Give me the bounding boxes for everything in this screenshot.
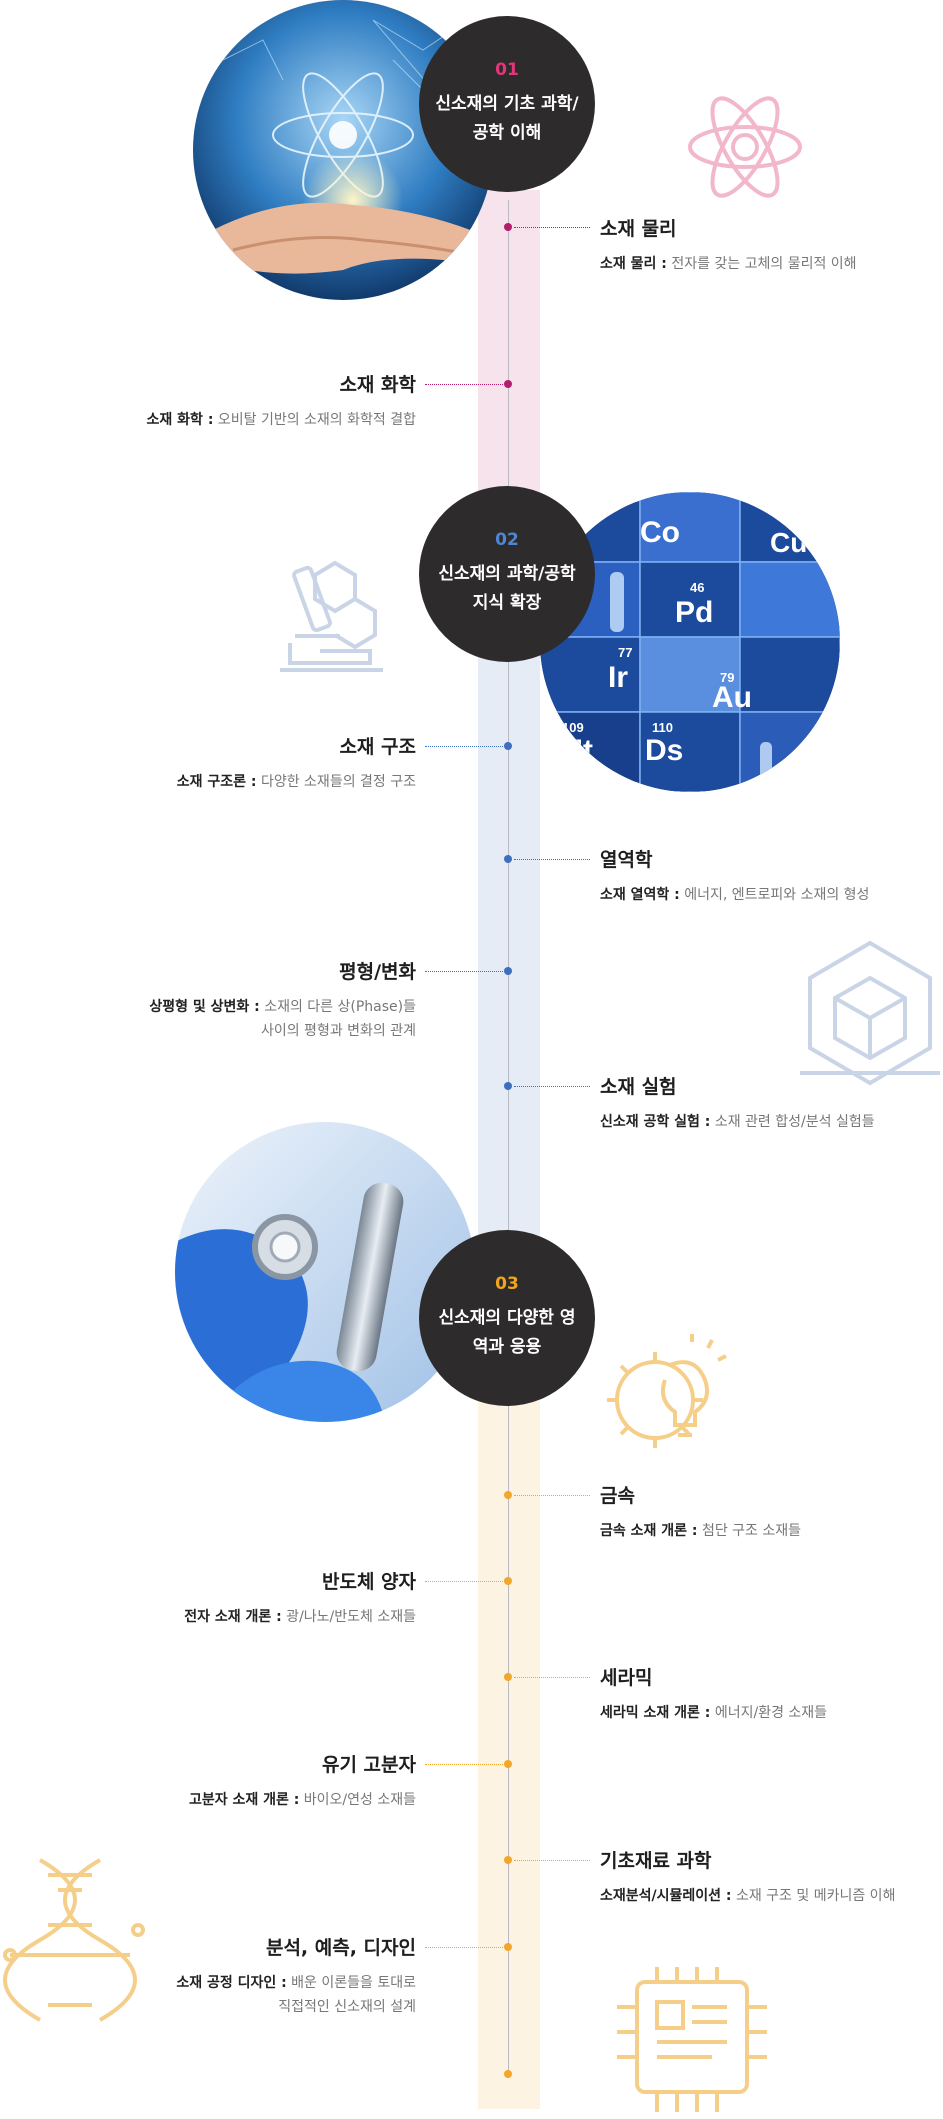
timeline-dot xyxy=(504,1673,512,1681)
stage-number: 03 xyxy=(495,1274,519,1294)
topic-desc: 고분자 소재 개론 : 바이오/연성 소재들 xyxy=(188,1792,416,1808)
timeline-end-dot xyxy=(504,2070,512,2078)
topic-desc: 소재 열역학 : 에너지, 엔트로피와 소재의 형성 xyxy=(600,887,870,903)
topic-title: 소재 실험 xyxy=(600,1076,677,1098)
tile-ds: Ds xyxy=(645,734,683,767)
timeline-axis xyxy=(508,200,509,2075)
stage-3-circle: 03 신소재의 다양한 영역과 응용 xyxy=(419,1230,595,1406)
svg-text:77: 77 xyxy=(618,645,632,660)
topic-title: 소재 화학 xyxy=(339,374,416,396)
topic-desc: 소재 화학 : 오비탈 기반의 소재의 화학적 결합 xyxy=(146,412,416,428)
stage-1-band xyxy=(478,190,540,540)
connector-line xyxy=(425,746,503,747)
topic-structure: 소재 구조 소재 구조론 : 다양한 소재들의 결정 구조 xyxy=(177,734,416,794)
connector-line xyxy=(425,1581,503,1582)
topic-desc: 전자 소재 개론 : 광/나노/반도체 소재들 xyxy=(184,1609,416,1625)
timeline-dot xyxy=(504,380,512,388)
svg-text:109: 109 xyxy=(562,720,584,735)
topic-title: 열역학 xyxy=(600,849,653,871)
stage-number: 02 xyxy=(495,530,519,550)
topic-title: 유기 고분자 xyxy=(321,1754,416,1776)
chip-icon xyxy=(617,1967,767,2112)
stage-number: 01 xyxy=(495,60,519,80)
topic-ceramic: 세라믹 세라믹 소재 개론 : 에너지/환경 소재들 xyxy=(600,1665,827,1725)
timeline-dot xyxy=(504,855,512,863)
connector-line xyxy=(514,1677,590,1678)
stage-2-circle: 02 신소재의 과학/공학 지식 확장 xyxy=(419,486,595,662)
topic-title: 반도체 양자 xyxy=(321,1571,416,1593)
microscope-icon xyxy=(280,560,383,672)
dna-icon xyxy=(3,1858,145,2022)
timeline-dot xyxy=(504,1491,512,1499)
connector-line xyxy=(425,971,503,972)
timeline-dot xyxy=(504,1943,512,1951)
svg-text:46: 46 xyxy=(690,580,704,595)
topic-desc: 소재 구조론 : 다양한 소재들의 결정 구조 xyxy=(176,774,416,790)
topic-title: 평형/변화 xyxy=(339,961,416,983)
topic-chemistry: 소재 화학 소재 화학 : 오비탈 기반의 소재의 화학적 결합 xyxy=(147,372,416,432)
timeline-dot xyxy=(504,1760,512,1768)
connector-line xyxy=(425,1764,503,1765)
topic-desc: 소재 물리 : 전자를 갖는 고체의 물리적 이해 xyxy=(600,256,857,272)
topic-desc: 소재분석/시뮬레이션 : 소재 구조 및 메카니즘 이해 xyxy=(600,1888,896,1904)
topic-desc: 신소재 공학 실험 : 소재 관련 합성/분석 실험들 xyxy=(600,1114,875,1130)
stage-title: 신소재의 기초 과학/ 공학 이해 xyxy=(435,94,579,143)
timeline-dot xyxy=(504,742,512,750)
connector-line xyxy=(425,384,503,385)
timeline-dot xyxy=(504,967,512,975)
tile-cu: Cu xyxy=(770,527,807,558)
tile-pd: Pd xyxy=(675,596,713,629)
connector-line xyxy=(514,1086,590,1087)
topic-physics: 소재 물리 소재 물리 : 전자를 갖는 고체의 물리적 이해 xyxy=(600,216,857,276)
svg-text:110: 110 xyxy=(652,720,673,735)
connector-line xyxy=(514,227,590,228)
connector-line xyxy=(425,1947,503,1948)
connector-line xyxy=(514,1860,590,1861)
stage-1-circle: 01 신소재의 기초 과학/ 공학 이해 xyxy=(419,16,595,192)
tile-au: Au xyxy=(712,681,752,714)
topic-title: 기초재료 과학 xyxy=(600,1850,712,1872)
timeline-dot xyxy=(504,1577,512,1585)
topic-polymer: 유기 고분자 고분자 소재 개론 : 바이오/연성 소재들 xyxy=(189,1752,416,1812)
topic-title: 금속 xyxy=(600,1485,635,1507)
cube-laptop-icon xyxy=(800,940,940,1086)
stage-title: 신소재의 다양한 영역과 응용 xyxy=(438,1308,576,1357)
tile-ir: Ir xyxy=(608,661,628,694)
svg-text:79: 79 xyxy=(720,670,734,685)
tile-mt: Mt xyxy=(558,734,593,767)
timeline-dot xyxy=(504,223,512,231)
topic-semiconductor: 반도체 양자 전자 소재 개론 : 광/나노/반도체 소재들 xyxy=(184,1569,416,1629)
timeline-dot xyxy=(504,1082,512,1090)
topic-experiment: 소재 실험 신소재 공학 실험 : 소재 관련 합성/분석 실험들 xyxy=(600,1074,875,1134)
topic-title: 세라믹 xyxy=(600,1667,653,1689)
connector-line xyxy=(514,859,590,860)
connector-line xyxy=(514,1495,590,1496)
topic-desc: 금속 소재 개론 : 첨단 구조 소재들 xyxy=(600,1523,802,1539)
lab-tube-photo xyxy=(175,1122,475,1422)
topic-title: 분석, 예측, 디자인 xyxy=(265,1937,416,1959)
stage-title: 신소재의 과학/공학 지식 확장 xyxy=(438,564,576,613)
topic-title: 소재 구조 xyxy=(339,736,416,758)
topic-title: 소재 물리 xyxy=(600,218,677,240)
topic-thermodynamics: 열역학 소재 열역학 : 에너지, 엔트로피와 소재의 형성 xyxy=(600,847,869,907)
topic-metal: 금속 금속 소재 개론 : 첨단 구조 소재들 xyxy=(600,1483,801,1543)
atom-icon xyxy=(688,96,802,198)
topic-basic-science: 기초재료 과학 소재분석/시뮬레이션 : 소재 구조 및 메카니즘 이해 xyxy=(600,1848,895,1908)
gear-lightbulb-icon xyxy=(607,1334,727,1448)
timeline-dot xyxy=(504,1856,512,1864)
tile-co: Co xyxy=(640,516,680,549)
topic-desc: 세라믹 소재 개론 : 에너지/환경 소재들 xyxy=(600,1705,828,1721)
